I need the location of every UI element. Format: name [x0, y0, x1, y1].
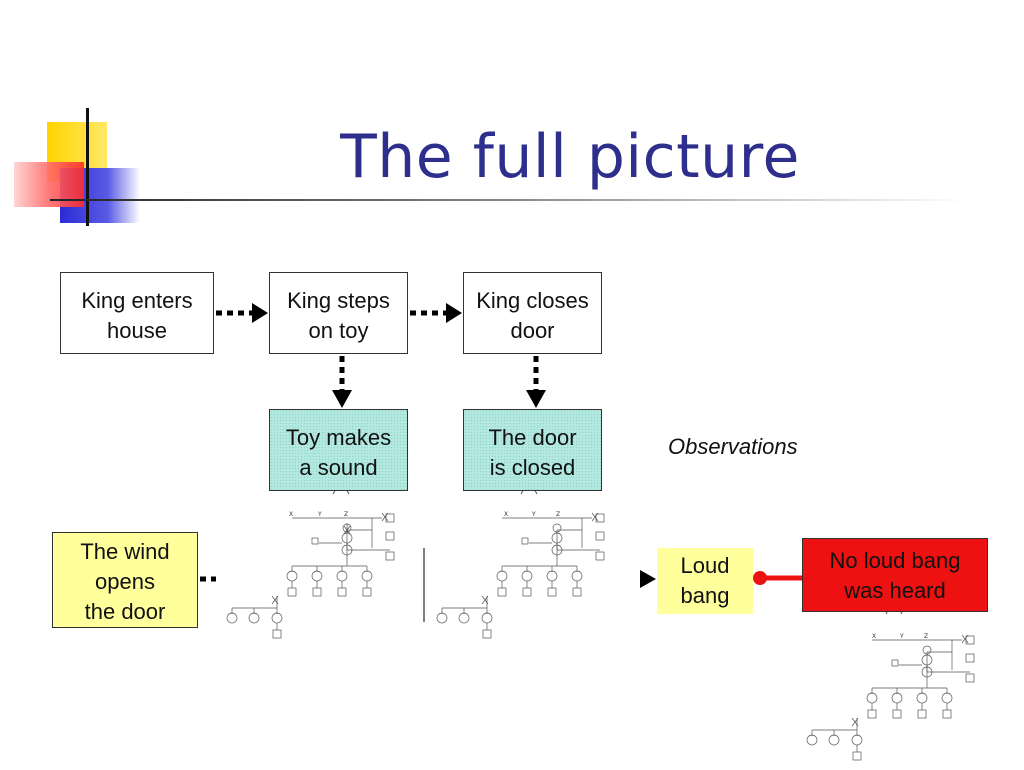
network-2-label-z: Z [556, 511, 560, 518]
node-king-steps-on-toy: King steps on toy [269, 272, 408, 354]
network-3-label-x: X [872, 633, 876, 640]
node-king-enters-house-label: King enters house [81, 288, 193, 343]
observations-label: Observations [668, 434, 798, 459]
network-diagram-thumbnail-3: X Y Z [806, 633, 975, 761]
node-door-is-closed-label: The door is closed [488, 425, 577, 480]
network-3-label-z: Z [924, 633, 928, 640]
network-1-label-x: X [289, 511, 293, 518]
page-title: The full picture [340, 122, 800, 192]
network-diagram-thumbnail-2: X Y Z [436, 511, 605, 639]
node-king-closes-door-label: King closes door [476, 288, 589, 343]
arrow-enters-to-steps [216, 303, 268, 323]
inhibit-connector [753, 571, 804, 585]
node-wind-opens-door-label: The wind opens the door [80, 539, 170, 624]
node-no-loud-bang-label: No loud bang was heard [829, 548, 961, 603]
node-wind-opens-door: The wind opens the door [52, 532, 198, 628]
node-king-enters-house: King enters house [60, 272, 214, 354]
network-1-label-y: Y [317, 511, 322, 518]
node-loud-bang: Loud bang [657, 548, 753, 614]
arrow-into-loud-bang [640, 570, 656, 588]
network-2-label-x: X [504, 511, 508, 518]
network-diagram-thumbnail-1: X Y Z [226, 511, 395, 639]
network-3-label-y: Y [899, 633, 904, 640]
node-no-loud-bang: No loud bang was heard [802, 538, 988, 612]
node-door-is-closed: The door is closed [463, 409, 602, 491]
arrow-closes-to-door-closed [526, 356, 546, 408]
arrow-steps-to-toy-sound [332, 356, 352, 408]
node-toy-makes-sound: Toy makes a sound [269, 409, 408, 491]
node-toy-makes-sound-label: Toy makes a sound [285, 425, 392, 480]
title-decoration-graphic [14, 108, 970, 226]
network-2-label-y: Y [531, 511, 536, 518]
node-king-closes-door: King closes door [463, 272, 602, 354]
network-1-label-z: Z [344, 511, 348, 518]
node-king-steps-on-toy-label: King steps on toy [287, 288, 390, 343]
node-loud-bang-label: Loud bang [680, 553, 730, 608]
arrow-steps-to-closes [410, 303, 462, 323]
